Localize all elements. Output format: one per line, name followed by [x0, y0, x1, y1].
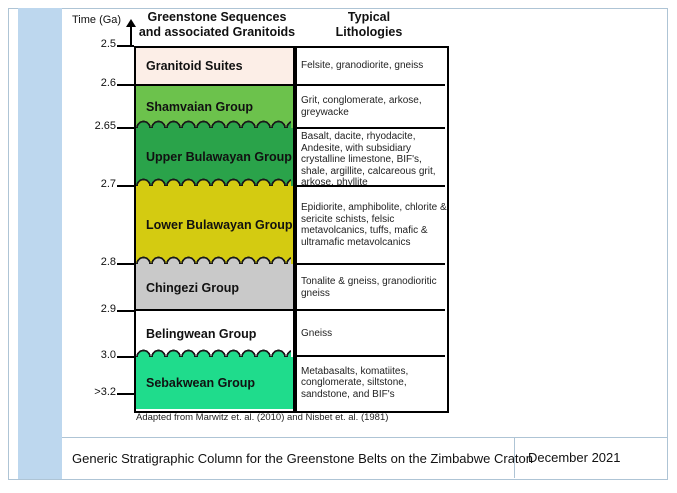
caption-bar: Generic Stratigraphic Column for the Gre…	[62, 437, 667, 479]
left-column-header: Greenstone Sequences and associated Gran…	[138, 10, 296, 39]
lithology-shamvaian-group: Grit, conglomerate, arkose, greywacke	[301, 95, 422, 118]
unit-label: Shamvaian Group	[146, 99, 253, 114]
lithology-belingwean-group: Gneiss	[301, 328, 333, 340]
unit-sebakwean-group: Sebakwean Group	[134, 357, 293, 409]
unit-chingezi-group: Chingezi Group	[134, 264, 293, 311]
time-axis-title: Time (Ga)	[72, 14, 122, 26]
unconformity-contact-2.65	[136, 119, 291, 128]
time-axis-arrow-shaft	[130, 26, 132, 47]
lithology-divider	[293, 355, 445, 357]
date-label: December 2021	[528, 450, 621, 465]
tick-label-2.6: 2.6	[100, 77, 116, 89]
lithology-divider	[293, 309, 445, 311]
lithology-sebakwean-group: Metabasalts, komatiites, conglomerate, s…	[301, 365, 409, 400]
unit-label: Granitoid Suites	[146, 58, 243, 73]
figure-frame	[8, 8, 668, 480]
contact-line-2.6	[134, 84, 293, 86]
tick-label-3.0: 3.0	[100, 349, 116, 361]
lithology-upper-bulawayan-group: Basalt, dacite, rhyodacite, Andesite, wi…	[301, 131, 436, 188]
left-accent-band	[18, 8, 62, 479]
attribution-text: Adapted from Marwitz et. al. (2010) and …	[136, 412, 389, 423]
lithology-divider	[293, 263, 445, 265]
caption-divider	[514, 437, 515, 478]
unit-label: Upper Bulawayan Group	[146, 150, 292, 164]
lithology-chingezi-group: Tonalite & gneiss, granodioritic gneiss	[301, 276, 437, 299]
lithology-divider	[293, 127, 445, 129]
tick-mark	[117, 127, 134, 129]
unit-granitoid-suites: Granitoid Suites	[134, 46, 293, 85]
contact-line-2.9	[134, 309, 293, 311]
unit-label: Lower Bulawayan Group	[146, 218, 293, 232]
unconformity-contact-2.7	[136, 177, 291, 186]
tick-mark	[117, 263, 134, 265]
right-column-header: Typical Lithologies	[335, 10, 403, 39]
unconformity-contact-3.0	[136, 348, 291, 357]
tick-mark	[117, 185, 134, 187]
tick-mark	[117, 393, 134, 395]
tick-label-2.8: 2.8	[100, 256, 116, 268]
unit-upper-bulawayan-group: Upper Bulawayan Group	[134, 128, 293, 186]
lithology-divider	[293, 185, 445, 187]
unit-lower-bulawayan-group: Lower Bulawayan Group	[134, 186, 293, 264]
tick-mark	[117, 356, 134, 358]
tick-label-3.2: >3.2	[94, 386, 116, 398]
tick-label-2.5: 2.5	[100, 38, 116, 50]
figure-caption: Generic Stratigraphic Column for the Gre…	[72, 451, 534, 466]
tick-mark	[117, 45, 134, 47]
lithology-divider	[293, 84, 445, 86]
tick-label-2.7: 2.7	[100, 178, 116, 190]
tick-label-2.65: 2.65	[94, 120, 116, 132]
tick-mark	[117, 310, 134, 312]
unconformity-contact-2.8	[136, 255, 291, 264]
lithology-granitoid-suites: Felsite, granodiorite, gneiss	[301, 59, 424, 71]
unit-label: Sebakwean Group	[146, 376, 256, 390]
unit-label: Chingezi Group	[146, 280, 240, 295]
lithology-lower-bulawayan-group: Epidiorite, amphibolite, chlorite & seri…	[301, 202, 447, 248]
time-axis-arrow-icon	[126, 19, 136, 27]
unit-label: Belingwean Group	[146, 327, 257, 341]
tick-label-2.9: 2.9	[100, 303, 116, 315]
tick-mark	[117, 84, 134, 86]
